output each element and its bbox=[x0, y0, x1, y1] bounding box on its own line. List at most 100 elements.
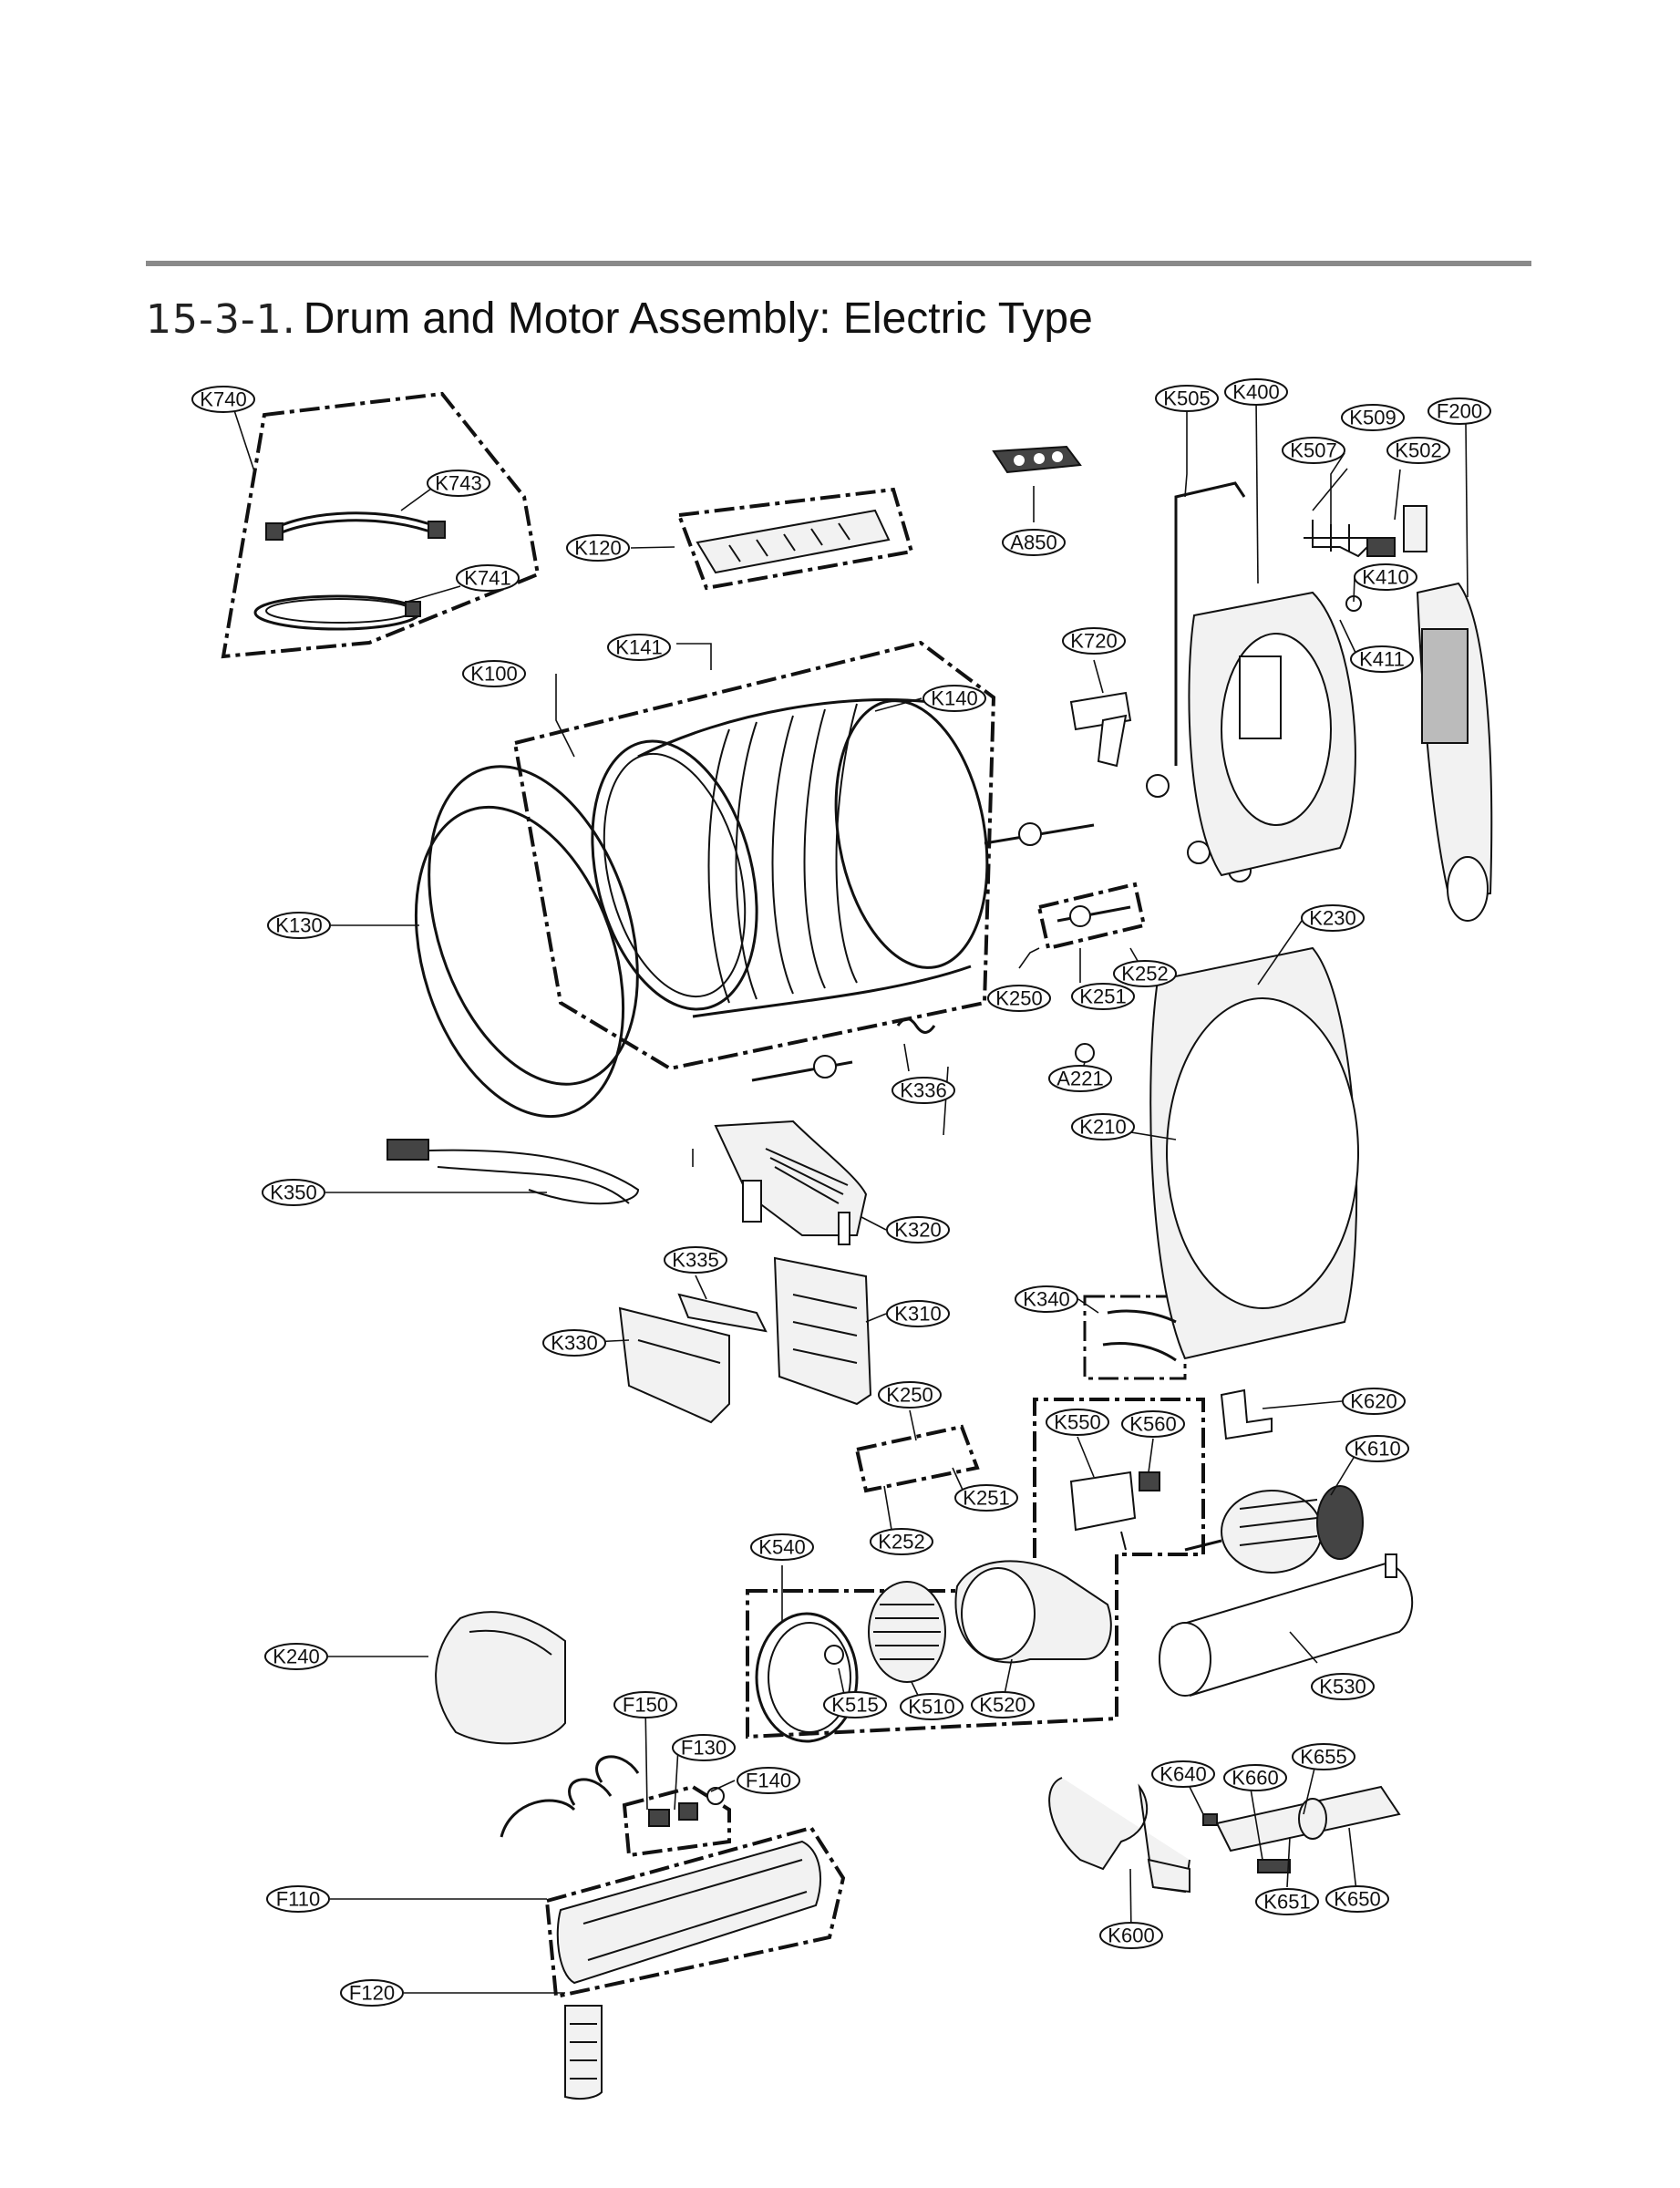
callout-label: K741 bbox=[464, 567, 510, 590]
callout-K336: K336 bbox=[892, 1077, 955, 1104]
callout-label: K252 bbox=[1121, 963, 1168, 986]
callout-label: K530 bbox=[1319, 1676, 1366, 1698]
callout-label: K100 bbox=[470, 663, 517, 686]
callout-label: K120 bbox=[574, 537, 621, 560]
blower-gasket bbox=[755, 1612, 859, 1743]
bracket-part bbox=[992, 445, 1082, 474]
callout-K410: K410 bbox=[1354, 563, 1417, 591]
callout-label: K230 bbox=[1309, 907, 1355, 930]
blower-housing bbox=[954, 1560, 1112, 1664]
lint-duct bbox=[435, 1611, 566, 1745]
callout-label: K140 bbox=[931, 687, 977, 710]
callout-K530: K530 bbox=[1311, 1673, 1375, 1700]
callout-K640: K640 bbox=[1151, 1760, 1215, 1788]
callout-label: K540 bbox=[758, 1536, 805, 1559]
sensor-wire bbox=[387, 1139, 640, 1205]
callout-label: F150 bbox=[623, 1694, 668, 1717]
callout-label: K743 bbox=[435, 472, 481, 495]
lower-cover bbox=[618, 1306, 730, 1424]
callout-K505: K505 bbox=[1155, 385, 1219, 412]
callout-label: F130 bbox=[681, 1737, 727, 1760]
callout-label: K210 bbox=[1079, 1116, 1126, 1139]
callout-label: K502 bbox=[1395, 439, 1441, 462]
spring-part bbox=[896, 1017, 936, 1034]
callout-label: A221 bbox=[1056, 1068, 1103, 1090]
callout-label: F110 bbox=[276, 1888, 321, 1911]
callout-label: K655 bbox=[1300, 1746, 1346, 1769]
roller-shaft bbox=[1056, 905, 1131, 927]
callout-F120: F120 bbox=[340, 1979, 404, 2007]
callout-A221: A221 bbox=[1048, 1065, 1112, 1092]
callout-label: K252 bbox=[878, 1531, 924, 1553]
filter-part bbox=[773, 1256, 872, 1406]
drum-group-outline bbox=[512, 640, 996, 1071]
callout-K130: K130 bbox=[267, 912, 331, 939]
callout-label: K660 bbox=[1232, 1767, 1278, 1790]
front-roller-group-outline bbox=[854, 1424, 980, 1493]
callout-label: K640 bbox=[1160, 1763, 1206, 1786]
callout-label: F140 bbox=[746, 1770, 791, 1792]
callout-K509: K509 bbox=[1341, 404, 1405, 431]
callout-label: K320 bbox=[894, 1219, 941, 1242]
callout-K240: K240 bbox=[264, 1643, 328, 1670]
heater-group-outline bbox=[622, 1784, 731, 1858]
callout-K141: K141 bbox=[607, 634, 671, 661]
heater-duct bbox=[556, 1840, 821, 1985]
callout-label: K610 bbox=[1354, 1438, 1400, 1460]
front-frame bbox=[1416, 582, 1493, 922]
callout-K650: K650 bbox=[1325, 1885, 1389, 1913]
callout-label: K340 bbox=[1023, 1288, 1069, 1311]
filter-strip bbox=[677, 1293, 768, 1333]
glide-group-outline bbox=[1083, 1295, 1187, 1380]
callout-K660: K660 bbox=[1223, 1764, 1287, 1791]
heater-wire bbox=[500, 1755, 640, 1838]
roller-group-outline bbox=[1036, 882, 1147, 951]
callout-K120: K120 bbox=[566, 534, 630, 562]
front-bulkhead bbox=[1149, 946, 1359, 1360]
callout-label: K651 bbox=[1263, 1891, 1310, 1914]
wire-harness bbox=[1304, 505, 1427, 558]
section-title: Drum and Motor Assembly: Electric Type bbox=[303, 294, 1093, 343]
callout-K400: K400 bbox=[1224, 378, 1288, 406]
callout-K720: K720 bbox=[1062, 627, 1126, 655]
callout-K520: K520 bbox=[971, 1691, 1035, 1718]
page-title: 15-3-1.Drum and Motor Assembly: Electric… bbox=[146, 294, 1093, 344]
callout-label: K350 bbox=[270, 1182, 316, 1204]
callout-label: A850 bbox=[1010, 532, 1056, 554]
callout-F150: F150 bbox=[613, 1691, 677, 1718]
motor-bracket bbox=[1220, 1388, 1273, 1440]
callout-label: K509 bbox=[1349, 407, 1396, 429]
callout-label: K515 bbox=[831, 1694, 878, 1717]
callout-K740: K740 bbox=[191, 386, 255, 413]
rear-bulkhead bbox=[1188, 591, 1356, 877]
callout-K550: K550 bbox=[1046, 1409, 1109, 1436]
callout-K140: K140 bbox=[922, 685, 986, 712]
callout-label: K550 bbox=[1054, 1411, 1100, 1434]
callout-label: K620 bbox=[1350, 1390, 1397, 1413]
drum bbox=[428, 698, 989, 1086]
callout-label: K520 bbox=[979, 1694, 1026, 1717]
callout-K540: K540 bbox=[750, 1533, 814, 1561]
callout-F200: F200 bbox=[1427, 397, 1491, 425]
callout-K330: K330 bbox=[542, 1329, 606, 1357]
callout-label: K560 bbox=[1129, 1413, 1176, 1436]
callout-K340: K340 bbox=[1015, 1285, 1078, 1313]
callout-K741: K741 bbox=[456, 564, 520, 592]
callout-label: K507 bbox=[1290, 439, 1336, 462]
glide-part bbox=[1102, 1342, 1177, 1362]
glide-part bbox=[1107, 1309, 1177, 1324]
callout-F140: F140 bbox=[737, 1767, 800, 1794]
callout-K510: K510 bbox=[900, 1693, 964, 1720]
blower-bracket bbox=[1069, 1471, 1160, 1551]
callout-A850: A850 bbox=[1002, 529, 1066, 556]
callout-label: K240 bbox=[273, 1646, 319, 1668]
callout-K743: K743 bbox=[427, 470, 490, 497]
callout-K507: K507 bbox=[1282, 437, 1345, 464]
inlet-hose bbox=[253, 594, 421, 631]
callout-K655: K655 bbox=[1292, 1743, 1355, 1770]
washer-part bbox=[824, 1645, 844, 1665]
water-hose bbox=[265, 511, 446, 541]
heater-duct-group-outline bbox=[544, 1825, 846, 1999]
callout-K620: K620 bbox=[1342, 1388, 1406, 1415]
